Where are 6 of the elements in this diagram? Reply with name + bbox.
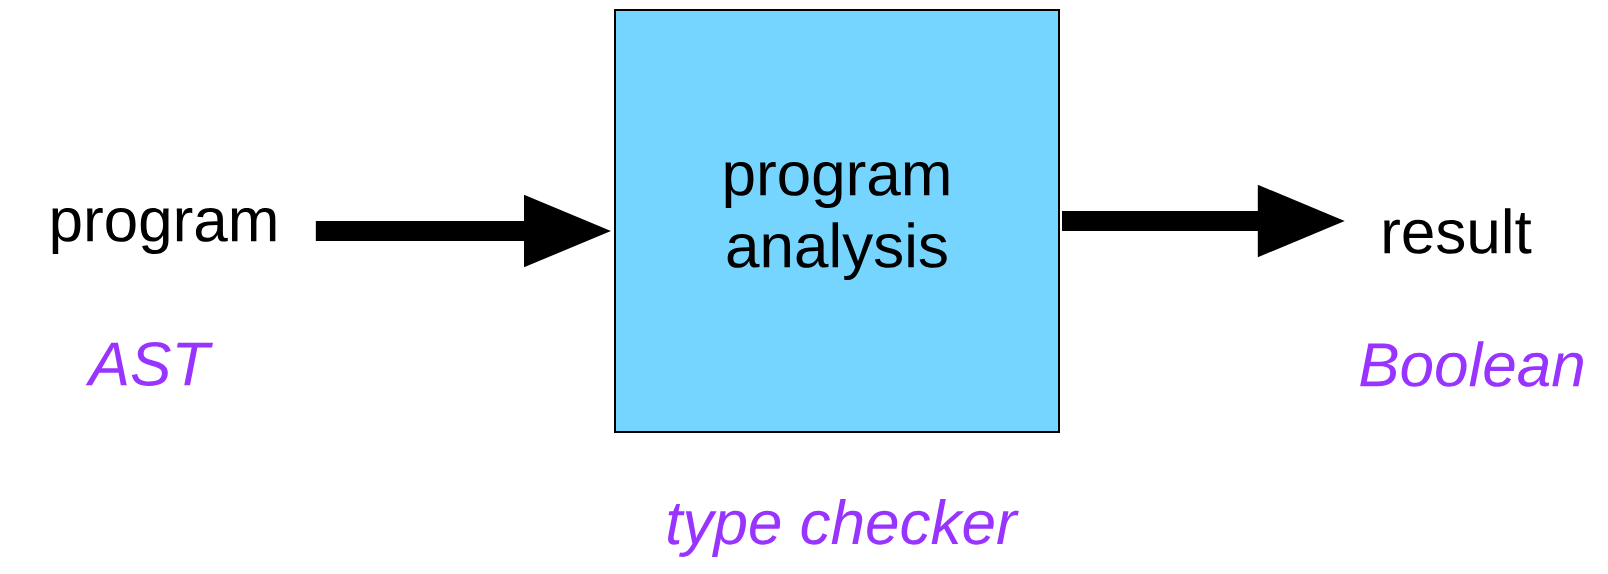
caption-text: Boolean	[1360, 341, 1583, 387]
node-label: result	[1384, 208, 1532, 254]
process-box: program analysis	[614, 9, 1060, 433]
node-label: program	[52, 207, 276, 255]
caption-text: type checker	[668, 499, 1019, 557]
caption-text: AST	[85, 342, 213, 386]
